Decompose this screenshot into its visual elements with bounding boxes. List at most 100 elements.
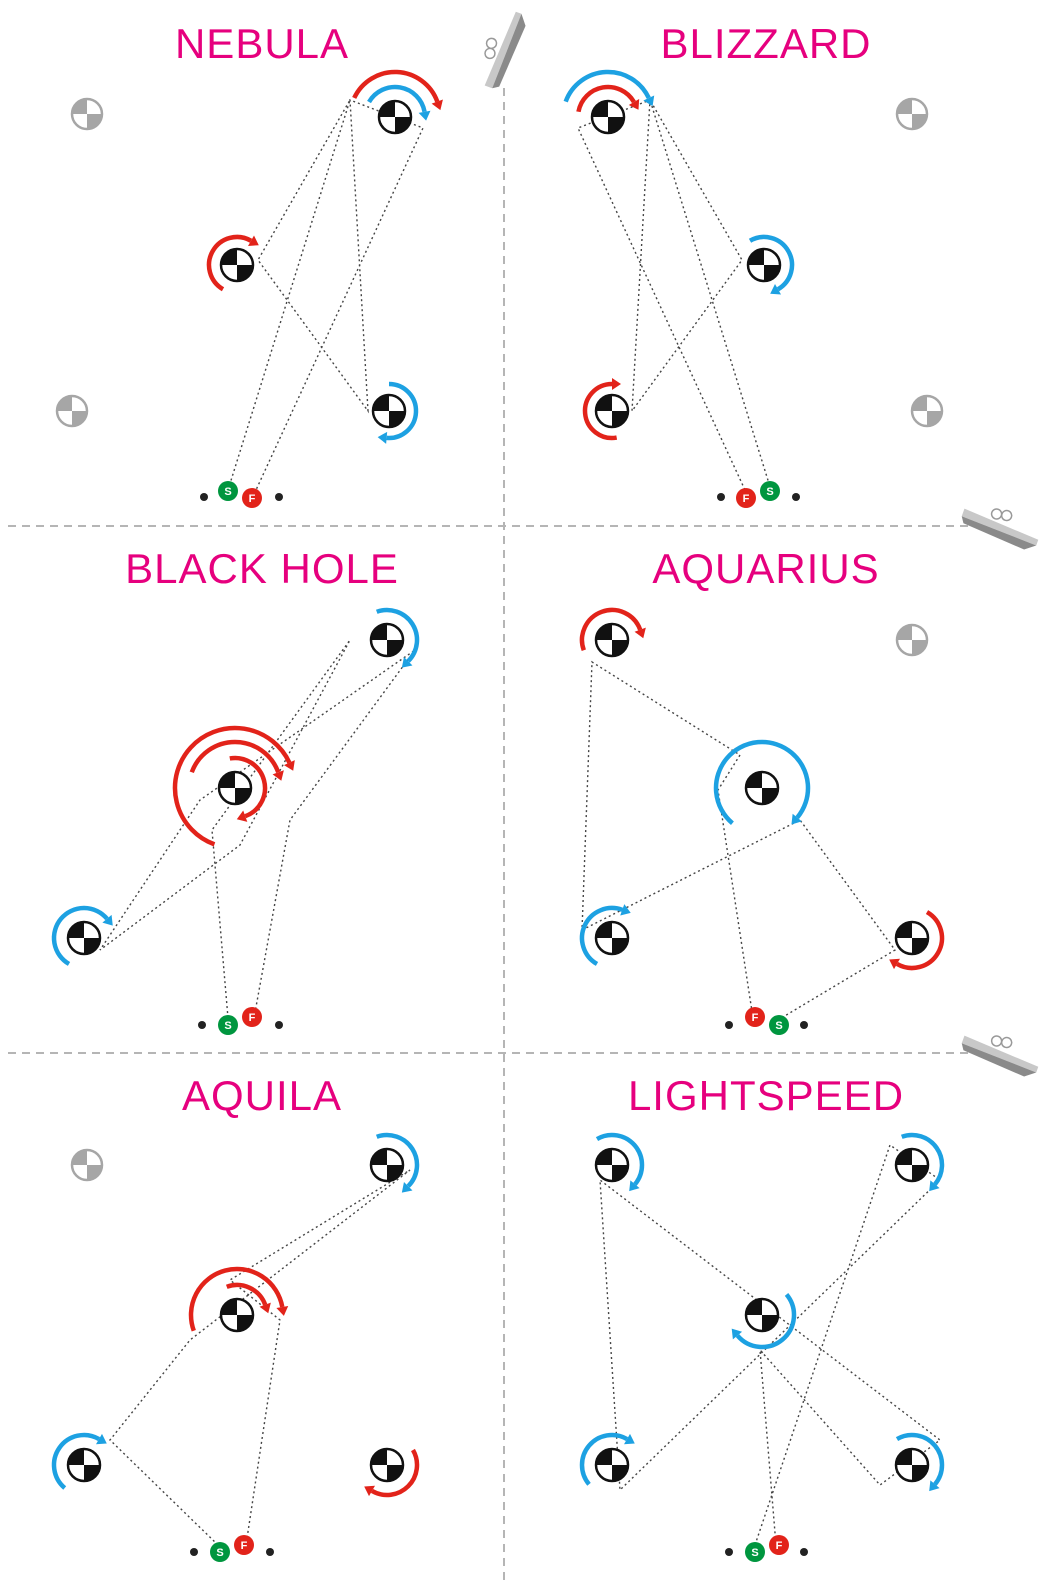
svg-text:S: S [775, 1020, 782, 1032]
drill-nebula: SF [55, 69, 443, 508]
start-badge: S [769, 1015, 789, 1035]
gate-marker [594, 393, 630, 429]
cone-dot [198, 1021, 206, 1029]
finish-badge: F [242, 1007, 262, 1027]
gate-marker [894, 920, 930, 956]
svg-text:F: F [241, 1540, 248, 1552]
red-turn-arrow [225, 1282, 271, 1314]
unused-gate-marker [895, 623, 929, 657]
scissors-icon [961, 1035, 1039, 1077]
red-turn-arrow [579, 607, 646, 652]
route-path [109, 1169, 411, 1546]
start-badge: S [218, 481, 238, 501]
blue-turn-arrow [375, 607, 420, 668]
blue-turn-arrow [367, 84, 431, 121]
gate-marker [594, 1447, 630, 1483]
gate-marker [219, 1297, 255, 1333]
drill-title-aquarius: AQUARIUS [652, 545, 880, 592]
gate-marker [594, 622, 630, 658]
red-turn-arrow [189, 739, 284, 781]
start-badge: S [745, 1542, 765, 1562]
unused-gate-marker [55, 394, 89, 428]
gate-marker [369, 1147, 405, 1183]
blue-turn-arrow [595, 1132, 645, 1192]
svg-text:S: S [751, 1547, 758, 1559]
route-path [577, 98, 772, 491]
unused-gate-marker [910, 394, 944, 428]
gate-marker [894, 1147, 930, 1183]
blue-turn-arrow [563, 69, 655, 107]
gate-marker [369, 1447, 405, 1483]
drill-title-black-hole: BLACK HOLE [125, 545, 399, 592]
svg-text:S: S [766, 486, 773, 498]
gate-marker [219, 247, 255, 283]
unused-gate-marker [70, 1148, 104, 1182]
blue-turn-arrow [51, 905, 113, 966]
drill-aquarius: SF [579, 607, 945, 1035]
cut-lines [8, 88, 975, 1582]
gate-marker [66, 920, 102, 956]
gate-marker [744, 770, 780, 806]
cone-dot [266, 1548, 274, 1556]
finish-badge: F [234, 1535, 254, 1555]
blue-turn-arrow [375, 1132, 420, 1193]
drill-title-aquila: AQUILA [181, 1072, 343, 1119]
red-turn-arrow [576, 84, 640, 113]
drill-aquila: SF [51, 1132, 420, 1562]
route-path [581, 660, 897, 1021]
gate-marker [66, 1447, 102, 1483]
gate-marker [594, 920, 630, 956]
red-turn-arrow [188, 1266, 289, 1332]
gate-marker [217, 770, 253, 806]
red-turn-arrow [582, 378, 621, 441]
cone-dot [275, 1021, 283, 1029]
blue-turn-arrow [731, 1292, 797, 1350]
blue-turn-arrow [579, 904, 631, 966]
finish-badge: F [745, 1007, 765, 1027]
gate-marker [894, 1447, 930, 1483]
drill-blizzard: SF [563, 69, 944, 508]
drill-title-blizzard: BLIZZARD [660, 20, 872, 67]
drill-title-lightspeed: LIGHTSPEED [627, 1072, 905, 1119]
scissors-icon [484, 11, 526, 89]
red-turn-arrow [206, 234, 259, 292]
drill-black-hole: SF [51, 607, 420, 1035]
svg-text:F: F [249, 1012, 256, 1024]
svg-text:F: F [743, 493, 750, 505]
cone-dot [792, 493, 800, 501]
cone-dot [200, 493, 208, 501]
cone-dot [800, 1548, 808, 1556]
gate-marker [590, 99, 626, 135]
drill-lightspeed: SF [579, 1132, 945, 1562]
red-turn-arrow [172, 725, 295, 847]
blue-turn-arrow [900, 1132, 945, 1192]
svg-text:S: S [216, 1547, 223, 1559]
red-turn-arrow [229, 755, 268, 822]
route-path [99, 639, 416, 1019]
cone-dot [725, 1021, 733, 1029]
finish-badge: F [769, 1535, 789, 1555]
red-turn-arrow [364, 1448, 420, 1498]
blue-turn-arrow [713, 739, 811, 825]
svg-text:S: S [224, 486, 231, 498]
cone-dot [717, 493, 725, 501]
blue-turn-arrow [579, 1432, 635, 1486]
blue-turn-arrow [51, 1432, 107, 1490]
gate-marker [746, 247, 782, 283]
finish-badge: F [736, 488, 756, 508]
drill-title-nebula: NEBULA [174, 20, 350, 67]
gate-marker [371, 393, 407, 429]
red-turn-arrow [352, 69, 443, 111]
unused-gate-marker [70, 97, 104, 131]
svg-text:F: F [776, 1540, 783, 1552]
blue-turn-arrow [895, 1432, 945, 1492]
cone-dot [725, 1548, 733, 1556]
svg-text:F: F [249, 493, 256, 505]
route-path [227, 98, 424, 491]
finish-badge: F [242, 488, 262, 508]
blue-turn-arrow [377, 381, 419, 444]
cone-dot [800, 1021, 808, 1029]
